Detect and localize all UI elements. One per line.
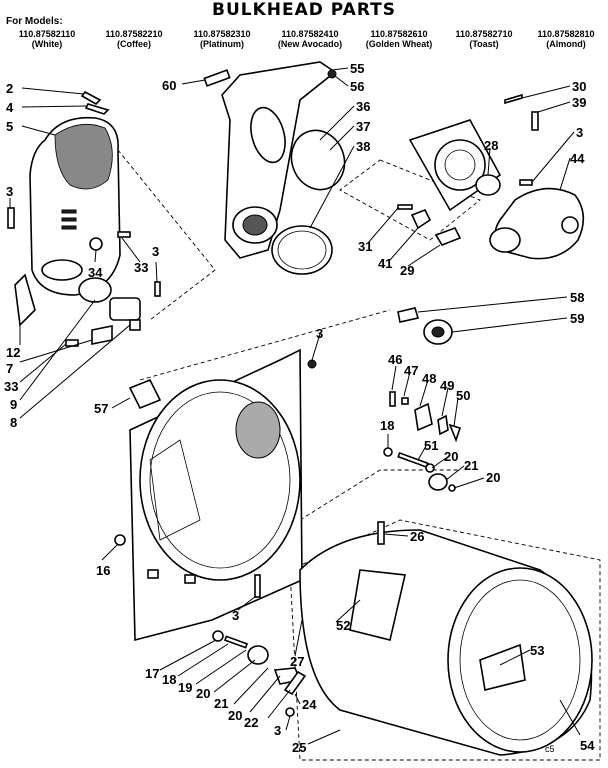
callout: 54 xyxy=(580,738,595,753)
callout: 60 xyxy=(162,78,176,93)
callout: 4 xyxy=(6,100,14,115)
callout: 59 xyxy=(570,311,584,326)
idler-parts xyxy=(383,391,462,492)
callout: 34 xyxy=(88,265,103,280)
callout: 16 xyxy=(96,563,110,578)
callout: 53 xyxy=(530,643,544,658)
callout: 3 xyxy=(152,244,159,259)
group-line xyxy=(117,149,216,321)
callout: 21 xyxy=(214,696,228,711)
models-header: For Models: xyxy=(6,16,63,27)
callout: 9 xyxy=(10,397,17,412)
callout: 52 xyxy=(336,618,350,633)
callout: 29 xyxy=(400,263,414,278)
callout: 21 xyxy=(464,458,478,473)
callout: 31 xyxy=(358,239,372,254)
callout: 33 xyxy=(4,379,18,394)
callout: 28 xyxy=(484,138,498,153)
callout: 57 xyxy=(94,401,108,416)
callout: 20 xyxy=(228,708,242,723)
bottom-parts xyxy=(212,574,307,717)
model-item: 110.87582610(Golden Wheat) xyxy=(354,29,444,49)
model-number: 110.87582410 xyxy=(281,29,339,39)
model-color: (Toast) xyxy=(469,39,499,49)
callout: 3 xyxy=(274,723,281,738)
exhaust-duct xyxy=(14,116,121,327)
model-number: 110.87582310 xyxy=(193,29,251,39)
callout: 47 xyxy=(404,363,418,378)
callout: 38 xyxy=(356,139,370,154)
model-item: 110.87582310(Platinum) xyxy=(178,29,266,49)
blower-assembly xyxy=(397,93,585,260)
callout: 17 xyxy=(145,666,159,681)
model-number: 110.87582110 xyxy=(18,29,76,39)
model-number: 110.87582810 xyxy=(537,29,595,39)
callout: 56 xyxy=(350,79,364,94)
callout: 20 xyxy=(196,686,210,701)
model-number: 110.87582210 xyxy=(105,29,163,39)
callout: 39 xyxy=(572,95,586,110)
callout: 58 xyxy=(570,290,584,305)
callout: 18 xyxy=(162,672,176,687)
page-title: BULKHEAD PARTS xyxy=(211,0,397,20)
model-item: 110.87582810(Almond) xyxy=(524,29,608,49)
model-color: (Golden Wheat) xyxy=(365,39,433,49)
callout: 3 xyxy=(316,326,323,341)
callout: 25 xyxy=(292,740,306,755)
callout: 44 xyxy=(570,151,585,166)
callout: 19 xyxy=(178,680,192,695)
callout: 50 xyxy=(456,388,470,403)
callout: 20 xyxy=(444,449,458,464)
callout-labels: 2 4 5 3 34 33 3 12 7 33 9 8 60 55 56 36 … xyxy=(4,61,595,755)
model-item: 110.87582110(White) xyxy=(4,29,90,49)
group-line xyxy=(139,309,391,381)
callout: 3 xyxy=(6,184,13,199)
left-small-parts xyxy=(7,90,161,347)
callout: 3 xyxy=(232,608,239,623)
callout: 36 xyxy=(356,99,370,114)
model-color: (New Avocado) xyxy=(277,39,343,49)
model-color: (Platinum) xyxy=(200,39,244,49)
callout: 30 xyxy=(572,79,586,94)
callout: 27 xyxy=(290,654,304,669)
callout: 3 xyxy=(576,125,583,140)
callout: 41 xyxy=(378,256,392,271)
callout: 7 xyxy=(6,361,13,376)
callout: 37 xyxy=(356,119,370,134)
model-color: (Almond) xyxy=(546,39,586,49)
drum xyxy=(299,521,593,756)
callout: 18 xyxy=(380,418,394,433)
callout: 20 xyxy=(486,470,500,485)
model-item: 110.87582410(New Avocado) xyxy=(266,29,354,49)
drum-bearing-parts xyxy=(397,307,453,345)
model-number: 110.87582710 xyxy=(455,29,513,39)
callout: 46 xyxy=(388,352,402,367)
callout: 12 xyxy=(6,345,20,360)
callout: 24 xyxy=(302,697,317,712)
callout: 48 xyxy=(422,371,436,386)
front-bulkhead-top xyxy=(203,61,346,275)
model-item: 110.87582710(Toast) xyxy=(444,29,524,49)
callout: 22 xyxy=(244,715,258,730)
leader-lines xyxy=(9,67,581,745)
callout: 33 xyxy=(134,260,148,275)
callout: 2 xyxy=(6,81,13,96)
model-item: 110.87582210(Coffee) xyxy=(90,29,178,49)
model-color: (White) xyxy=(31,39,63,49)
callout: 51 xyxy=(424,438,438,453)
callout: 49 xyxy=(440,378,454,393)
main-bulkhead xyxy=(114,348,317,642)
model-color: (Coffee) xyxy=(117,39,151,49)
footer-code: c5 xyxy=(545,744,555,754)
callout: 26 xyxy=(410,529,424,544)
model-number: 110.87582610 xyxy=(370,29,428,39)
callout: 8 xyxy=(10,415,17,430)
callout: 55 xyxy=(350,61,364,76)
callout: 5 xyxy=(6,119,13,134)
